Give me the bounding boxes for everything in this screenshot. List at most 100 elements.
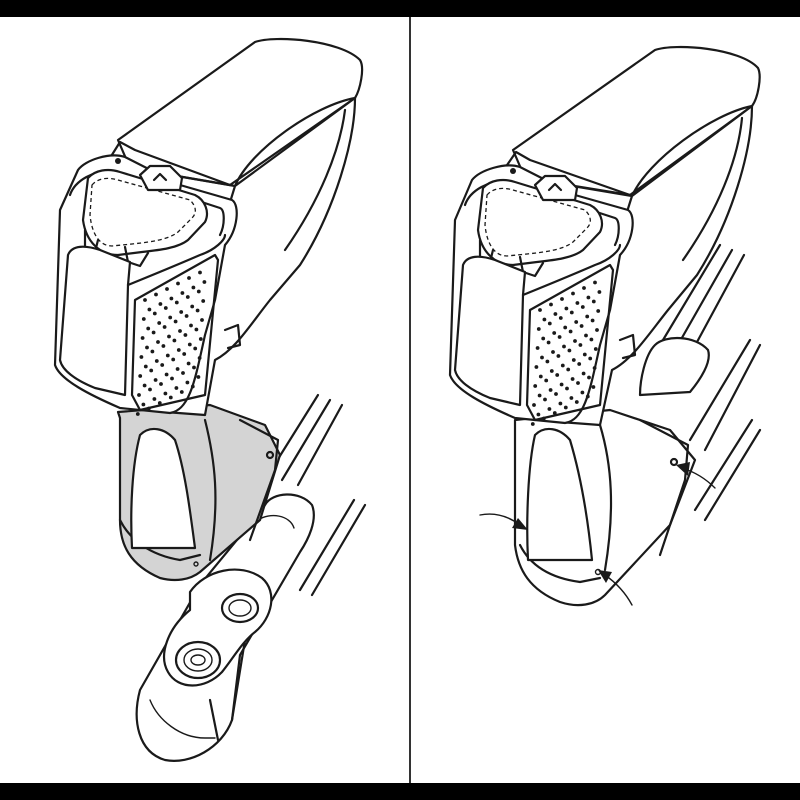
vent-dot (147, 307, 152, 312)
vent-dot (591, 385, 596, 389)
console-rails (266, 393, 367, 597)
vent-dot (165, 287, 169, 291)
right-panel (448, 45, 762, 607)
vent-dot (171, 357, 176, 362)
vent-dot (567, 348, 572, 353)
vent-dot (545, 359, 550, 364)
vent-dot (560, 363, 565, 368)
armrest-base-installed (513, 408, 697, 607)
vent-dot (595, 328, 599, 332)
vent-dot (143, 298, 147, 302)
vent-dot (140, 336, 145, 340)
vent-dot (541, 416, 546, 421)
vent-dot (200, 318, 204, 322)
vent-dot (552, 331, 557, 335)
vent-dot (566, 367, 571, 372)
vent-dot (186, 361, 191, 366)
vent-dot (198, 337, 203, 341)
vent-dot (139, 355, 144, 359)
vent-dot (184, 314, 189, 318)
vent-dot (182, 352, 187, 356)
vent-dot (137, 393, 141, 397)
vent-dot (543, 397, 547, 402)
armrest-lid (116, 37, 364, 187)
vent-dot (542, 317, 547, 322)
vent-dot (163, 391, 168, 396)
top-border (0, 0, 800, 17)
latch-button (138, 164, 184, 192)
vent-dot (585, 394, 590, 399)
vent-dot (548, 388, 553, 392)
vent-dot (202, 280, 207, 284)
cup-holders (163, 568, 273, 687)
vent-dot (153, 378, 158, 382)
vent-dot (191, 285, 196, 290)
vent-dot (577, 362, 582, 366)
vent-dot (194, 327, 199, 332)
vent-dot (580, 305, 585, 309)
vent-dot (158, 302, 163, 306)
vent-dot (530, 422, 535, 426)
vent-dot (162, 325, 167, 329)
vent-dot (563, 325, 568, 330)
vent-dot (152, 311, 157, 316)
vent-dot (560, 297, 564, 301)
vent-dot (185, 380, 190, 385)
vent-dot (164, 372, 169, 377)
vent-dot (555, 373, 560, 377)
vent-dot (559, 382, 564, 387)
vent-dot (187, 342, 192, 347)
vent-dot (190, 384, 195, 389)
vent-dot (149, 368, 154, 373)
vent-dot (170, 376, 174, 381)
vent-dot (135, 412, 140, 416)
vent-dot (198, 270, 202, 275)
vent-dot (536, 327, 541, 331)
vent-dot (156, 340, 160, 344)
vent-dot (557, 335, 562, 339)
vent-dot (190, 304, 195, 309)
vent-dot (558, 401, 563, 406)
vent-dot (562, 344, 566, 349)
vent-dot (150, 349, 155, 354)
vent-dot (588, 356, 593, 361)
vent-dot (142, 383, 147, 388)
vent-dot (575, 301, 580, 305)
vent-dot (547, 321, 552, 326)
vent-dot (553, 312, 558, 316)
vent-dot (138, 374, 143, 378)
vent-dot (580, 390, 585, 395)
vent-dot (544, 378, 549, 383)
vent-dot (564, 306, 569, 311)
vent-dot (151, 330, 156, 335)
vent-dot (589, 337, 594, 342)
vent-dot (549, 302, 553, 307)
left-panel (53, 37, 367, 762)
vent-dot (592, 366, 597, 370)
vent-dot (145, 345, 149, 350)
arrow-right (676, 462, 716, 489)
cup-holder-front (174, 640, 222, 680)
vent-dot (569, 310, 574, 315)
vent-dot (584, 333, 588, 338)
vent-dot (582, 286, 586, 290)
vent-dot (541, 336, 546, 341)
vent-dot (537, 393, 542, 398)
vent-dot (172, 338, 177, 343)
vent-dot (187, 276, 191, 280)
vent-dot (141, 402, 146, 407)
vent-dot (571, 358, 576, 362)
vent-dot (563, 405, 568, 410)
vent-dot (576, 381, 580, 385)
vent-dot (176, 281, 180, 286)
vent-dot (538, 308, 542, 312)
vent-dot (571, 291, 575, 296)
vent-dot (168, 315, 173, 320)
vent-dot (167, 334, 171, 339)
vent-dot (532, 403, 536, 407)
bottom-border (0, 783, 800, 800)
vent-dot (581, 371, 586, 376)
vent-dot (196, 289, 201, 294)
vent-dot (160, 363, 165, 367)
ventilation-dots-left (135, 270, 207, 416)
